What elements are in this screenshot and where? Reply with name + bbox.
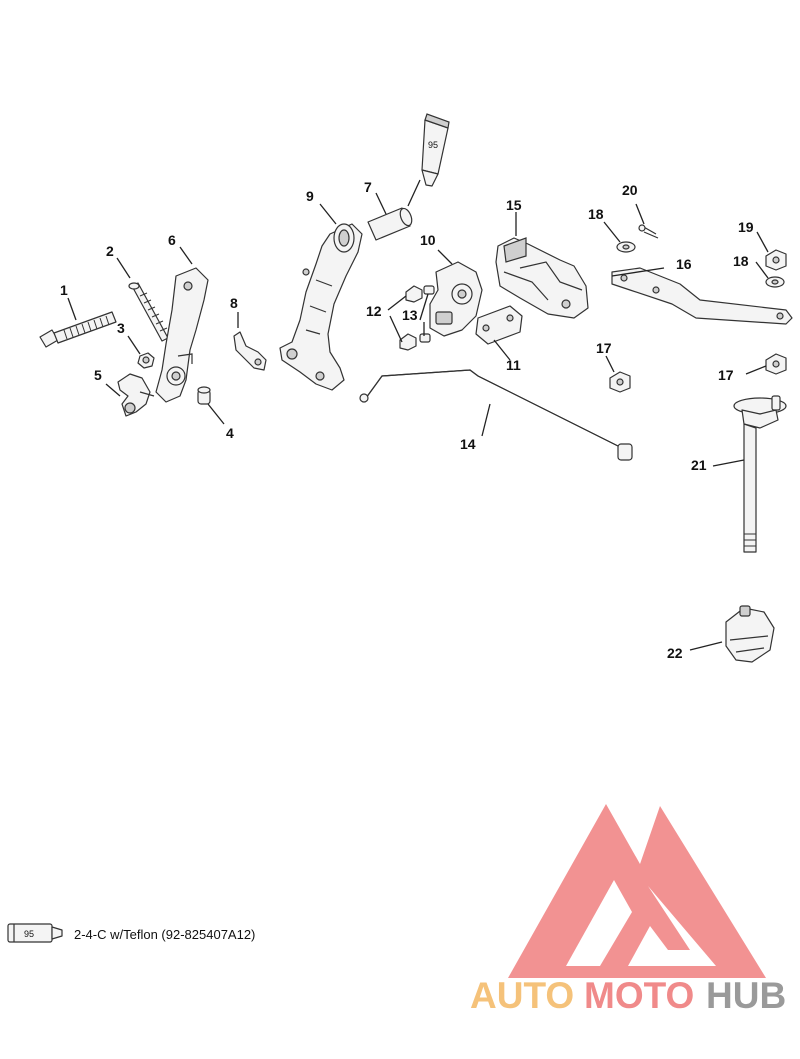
- callout-13: 13: [402, 307, 418, 323]
- watermark-hub: HUB: [706, 975, 786, 1016]
- part-1-bolt: [39, 311, 117, 348]
- callout-16: 16: [676, 256, 692, 272]
- callout-10: 10: [420, 232, 436, 248]
- watermark-triangle: [508, 804, 766, 978]
- callout-21: 21: [691, 457, 707, 473]
- part-18-washer-a: [616, 241, 636, 253]
- callout-20: 20: [622, 182, 638, 198]
- watermark-logo: [508, 804, 766, 978]
- callout-18a: 18: [588, 206, 604, 222]
- callout-1: 1: [60, 282, 68, 298]
- part-22-switch: [725, 605, 775, 663]
- callout-11: 11: [506, 357, 521, 373]
- part-19-nut: [765, 249, 787, 271]
- part-2-stud: [128, 282, 169, 342]
- part-7-sleeve: [367, 207, 413, 241]
- part-16-link: [611, 267, 793, 325]
- callout-17b: 17: [718, 367, 734, 383]
- callout-2: 2: [106, 243, 114, 259]
- callout-19: 19: [738, 219, 754, 235]
- callout-7: 7: [364, 179, 372, 195]
- part-6-throttle-arm: [155, 267, 209, 403]
- callout-numbers: 1 2 3 4 5 6 7 8 9 10 11 12 13 14 15 16 1…: [60, 179, 754, 661]
- part-21-shaft: [733, 395, 787, 553]
- legend: 95 2-4-C w/Teflon (92-825407A12): [7, 923, 255, 943]
- part-5-link: [117, 373, 155, 417]
- callout-5: 5: [94, 367, 102, 383]
- leader-lines: [67, 179, 769, 651]
- callout-4: 4: [226, 425, 234, 441]
- part-14-rod: [359, 369, 633, 461]
- legend-text: 2-4-C w/Teflon (92-825407A12): [74, 927, 255, 942]
- part-10-cam: [429, 261, 483, 337]
- callout-14: 14: [460, 436, 476, 452]
- callout-17a: 17: [596, 340, 612, 356]
- callout-6: 6: [168, 232, 176, 248]
- part-17-nut-a: [609, 371, 631, 393]
- part-20-pin: [638, 224, 659, 239]
- part-3-nut: [137, 352, 155, 369]
- callout-18b: 18: [733, 253, 749, 269]
- part-15-switch-assembly: [495, 237, 589, 319]
- part-4-bushing: [197, 386, 211, 405]
- callout-15: 15: [506, 197, 522, 213]
- part-18-washer-b: [765, 276, 785, 288]
- watermark-moto: MOTO: [584, 975, 694, 1016]
- sealant-tube-label: 95: [428, 140, 438, 150]
- callout-8: 8: [230, 295, 238, 311]
- part-8-clip: [233, 331, 267, 371]
- legend-tube-icon: 95: [7, 923, 63, 943]
- legend-tube-label: 95: [24, 929, 34, 939]
- part-11-switch: [475, 305, 523, 345]
- callout-3: 3: [117, 320, 125, 336]
- part-9-bracket: [279, 223, 363, 391]
- part-17-nut-b: [765, 353, 787, 375]
- part-13-spacers: [419, 285, 435, 343]
- callout-12: 12: [366, 303, 382, 319]
- watermark-text: AUTO MOTO HUB: [470, 975, 786, 1016]
- part-12-screws: [399, 285, 423, 351]
- watermark-auto: AUTO: [470, 975, 574, 1016]
- sealant-tube-icon: 95: [421, 113, 450, 187]
- callout-22: 22: [667, 645, 683, 661]
- callout-9: 9: [306, 188, 314, 204]
